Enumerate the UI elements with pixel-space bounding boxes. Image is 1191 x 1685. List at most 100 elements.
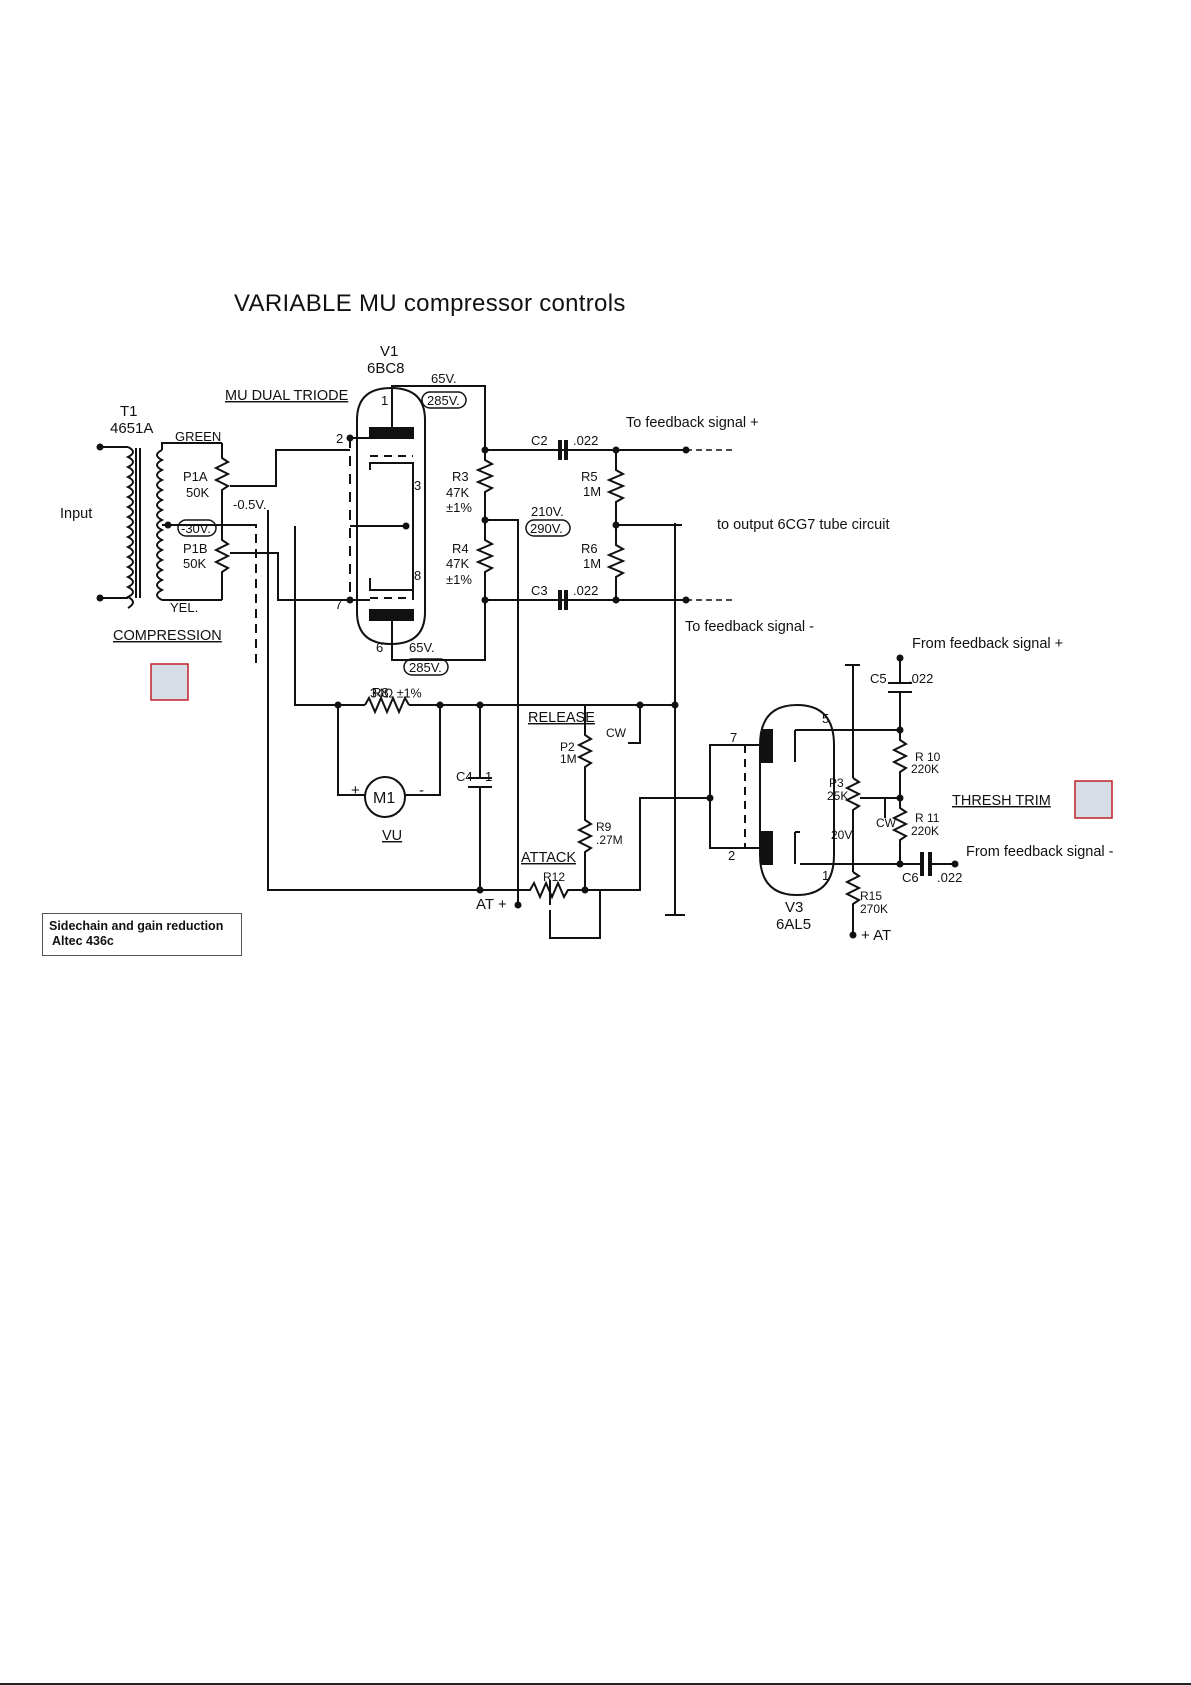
compression-control-box[interactable] (150, 663, 189, 701)
label-v3-pin-7: 7 (730, 730, 737, 745)
label-thresh-trim: THRESH TRIM (952, 793, 1051, 809)
label-r5: R5 (581, 469, 598, 484)
label-r5-value: 1M (583, 484, 601, 499)
tube-v1 (349, 386, 426, 652)
label-r8: R8 (372, 685, 389, 700)
junction-dots (96, 434, 959, 939)
label-v3-pin-5: 5 (822, 711, 829, 726)
label-c3: C3 (531, 583, 548, 598)
label-plus-at: + AT (861, 927, 891, 944)
label-yel: YEL. (170, 600, 198, 615)
label-p2-value: 1M (560, 752, 577, 766)
label-v3: V3 (785, 899, 803, 916)
label-c5: C5 (870, 671, 887, 686)
label-meter-minus: - (419, 782, 424, 799)
label-t1: T1 (120, 403, 138, 420)
label-green: GREEN (175, 429, 221, 444)
label-c6: C6 (902, 870, 919, 885)
label-r15: R15 (860, 889, 882, 903)
label-290v: 290V. (530, 521, 563, 536)
label-p1a-value: 50K (186, 485, 209, 500)
potentiometers-p1 (213, 443, 520, 891)
label-from-feedback-plus: From feedback signal + (912, 636, 1063, 652)
threshold-network (844, 658, 955, 935)
label-20v: 20V (831, 828, 852, 842)
label-c4: C4 (456, 769, 473, 784)
label-r15-value: 270K (860, 902, 888, 916)
transformer-t1 (100, 442, 250, 609)
label-v1-type: 6BC8 (367, 360, 405, 377)
label-cw-threshold: CW (876, 816, 897, 830)
tube-v3 (700, 703, 900, 897)
label-c2: C2 (531, 433, 548, 448)
label-pin-7: 7 (335, 597, 342, 612)
label-r6-value: 1M (583, 556, 601, 571)
credit-line-1: Sidechain and gain reduction (49, 919, 224, 933)
label-meter-m1: M1 (373, 790, 395, 807)
label-r11: R 11 (915, 811, 940, 825)
label-release: RELEASE (528, 710, 595, 726)
label-input: Input (60, 506, 92, 522)
label-c5-value: .022 (908, 671, 933, 686)
label-compression: COMPRESSION (113, 628, 222, 644)
label-v1: V1 (380, 343, 398, 360)
label-p1a: P1A (183, 469, 208, 484)
credit-box: Sidechain and gain reduction Altec 436c (42, 913, 242, 956)
label-vu: VU (382, 828, 402, 844)
label-pin-2: 2 (336, 431, 343, 446)
label-attack: ATTACK (521, 850, 576, 866)
label-r3-tolerance: ±1% (446, 500, 472, 515)
label-c6-value: .022 (937, 870, 962, 885)
wiring (100, 385, 955, 939)
label-pin-1: 1 (381, 393, 388, 408)
label-from-feedback-minus: From feedback signal - (966, 844, 1114, 860)
label-r4-tolerance: ±1% (446, 572, 472, 587)
label-v3-pin-1: 1 (822, 868, 829, 883)
label-285v-bottom: 285V. (409, 660, 442, 675)
label-r10-value: 220K (911, 762, 939, 776)
label-r4: R4 (452, 541, 469, 556)
label-r9-value: .27M (596, 833, 623, 847)
label-r3-value: 47K (446, 485, 469, 500)
label-bias-minus-half-volt: -0.5V. (233, 497, 267, 512)
label-r10: R 10 (915, 750, 941, 764)
thresh-trim-control-box[interactable] (1074, 780, 1113, 819)
label-r11-value: 220K (911, 824, 939, 838)
label-65v-top: 65V. (431, 371, 457, 386)
label-c2-value: .022 (573, 433, 598, 448)
diagram-title: VARIABLE MU compressor controls (234, 290, 626, 317)
label-pin-6: 6 (376, 640, 383, 655)
label-p1b: P1B (183, 541, 208, 556)
label-r8-value: 34Ω ±1% (370, 687, 422, 701)
label-r9: R9 (596, 820, 612, 834)
label-pin-8: 8 (414, 568, 421, 583)
label-210v: 210V. (531, 504, 564, 519)
label-r6: R6 (581, 541, 598, 556)
label-p3: P3 (829, 776, 844, 790)
label-285v-top: 285V. (427, 393, 460, 408)
label-p2: P2 (560, 740, 575, 754)
label-c4-value: 1 (485, 769, 492, 784)
label-v3-type: 6AL5 (776, 916, 811, 933)
label-to-feedback-minus: To feedback signal - (685, 619, 814, 635)
label-to-feedback-plus: To feedback signal + (626, 415, 759, 431)
label-p3-value: 25K (827, 789, 848, 803)
label-r12: R12 (543, 870, 565, 884)
label-meter-plus: + (351, 782, 360, 799)
label-mu-dual-triode: MU DUAL TRIODE (225, 388, 349, 404)
plate-wiring (391, 385, 735, 916)
label-bias-minus-thirty-volt: -30V. (181, 521, 211, 536)
credit-line-2: Altec 436c (49, 934, 114, 948)
label-r3: R3 (452, 469, 469, 484)
label-to-output-6cg7: to output 6CG7 tube circuit (717, 517, 890, 533)
label-p1b-value: 50K (183, 556, 206, 571)
meter-section (294, 526, 700, 939)
label-at-plus: AT + (476, 896, 507, 913)
label-65v-bottom: 65V. (409, 640, 435, 655)
label-r4-value: 47K (446, 556, 469, 571)
label-c3-value: .022 (573, 583, 598, 598)
label-cw-release: CW (606, 726, 627, 740)
bottom-border (0, 1683, 1191, 1685)
